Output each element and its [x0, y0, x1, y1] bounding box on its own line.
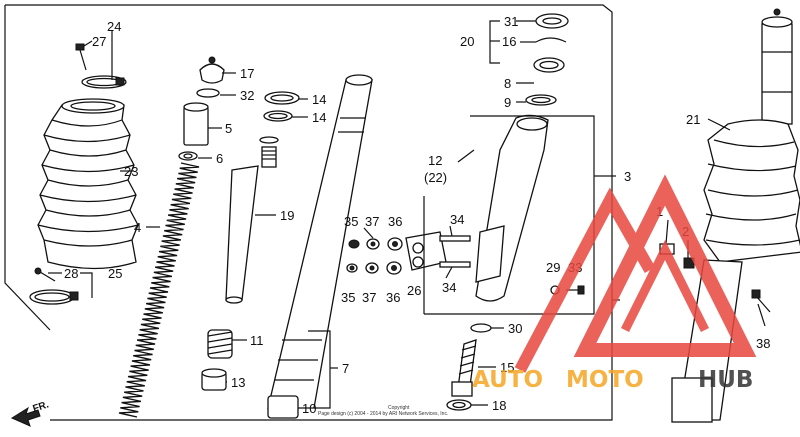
spring-coil [118, 162, 200, 418]
callout-14: 14 [312, 110, 326, 125]
oring-32 [196, 88, 220, 98]
piece-13 [201, 368, 227, 391]
clamp-25 [29, 289, 79, 305]
callout-16: 16 [502, 34, 516, 49]
callout-37: 37 [362, 290, 376, 305]
seal-31 [535, 13, 569, 29]
callout-37: 37 [365, 214, 379, 229]
callout-21: 21 [686, 112, 700, 127]
washer-18 [446, 399, 472, 411]
spacer-5 [183, 102, 209, 146]
watermark-text-hub: HUB [698, 367, 753, 393]
callout-17: 17 [240, 66, 254, 81]
callout-23: 23 [124, 164, 138, 179]
callout-8: 8 [504, 76, 511, 91]
axle-holder-26 [405, 231, 447, 271]
callout-labels: 24 27 17 32 14 14 5 6 23 19 4 28 25 11 1… [64, 14, 770, 416]
damper-rod-19 [225, 136, 279, 304]
screw-28 [34, 267, 56, 282]
callout-34: 34 [442, 280, 456, 295]
callout-7: 7 [342, 361, 349, 376]
clamp-24 [81, 75, 127, 89]
cap-17 [199, 56, 225, 84]
ring-9 [525, 94, 557, 106]
slider-12 [475, 114, 549, 302]
watermark-text-moto: MOTO [566, 367, 644, 393]
callout-25: 25 [108, 266, 122, 281]
fasteners-lower [346, 261, 402, 275]
callout-19: 19 [280, 208, 294, 223]
clip-16 [535, 37, 567, 43]
callout-27: 27 [92, 34, 106, 49]
spring-11 [207, 329, 233, 359]
fasteners-upper [348, 237, 403, 251]
bolt-15 [451, 339, 477, 397]
bracket-3 [423, 115, 604, 315]
leader-lines [48, 20, 766, 409]
boot-23 [37, 98, 139, 270]
washer-6 [178, 151, 198, 161]
callout-3: 3 [624, 169, 631, 184]
watermark-text-auto: AUTO [472, 367, 543, 393]
screw-27 [75, 43, 87, 71]
front-arrow [10, 406, 41, 427]
callout-5: 5 [225, 121, 232, 136]
bush-14 [263, 91, 300, 122]
callout-12: 12 [428, 153, 442, 168]
oring-30 [470, 323, 492, 333]
callout-36: 36 [386, 290, 400, 305]
callout-15: 15 [500, 360, 514, 375]
callout-36: 36 [388, 214, 402, 229]
bolt-38 [751, 289, 771, 313]
callout-14: 14 [312, 92, 326, 107]
spring-4 [118, 162, 200, 418]
callout-24: 24 [107, 19, 121, 34]
callout-30: 30 [508, 321, 522, 336]
watermark-logo: AUTO MOTO HUB [472, 174, 757, 393]
front-label: FR. [32, 399, 51, 415]
callout-34: 34 [450, 212, 464, 227]
callout-35: 35 [344, 214, 358, 229]
callout-29: 29 [546, 260, 560, 275]
callout-35: 35 [341, 290, 355, 305]
callout-10: 10 [302, 401, 316, 416]
callout-9: 9 [504, 95, 511, 110]
fork-assembly-21 [659, 8, 800, 423]
callout-18: 18 [492, 398, 506, 413]
callout-22: (22) [424, 170, 447, 185]
callout-31: 31 [504, 14, 518, 29]
callout-11: 11 [250, 333, 264, 348]
studs-34 [439, 235, 471, 268]
callout-28: 28 [64, 266, 78, 281]
callout-4: 4 [134, 220, 141, 235]
callout-13: 13 [231, 375, 245, 390]
callout-38: 38 [756, 336, 770, 351]
seal-8 [533, 57, 565, 73]
callout-6: 6 [216, 151, 223, 166]
copyright-line1: Copyright [388, 405, 410, 411]
callout-32: 32 [240, 88, 254, 103]
copyright-line2: Page design (c) 2004 - 2014 by ARI Netwo… [318, 411, 448, 417]
callout-20: 20 [460, 34, 474, 49]
callout-26: 26 [407, 283, 421, 298]
